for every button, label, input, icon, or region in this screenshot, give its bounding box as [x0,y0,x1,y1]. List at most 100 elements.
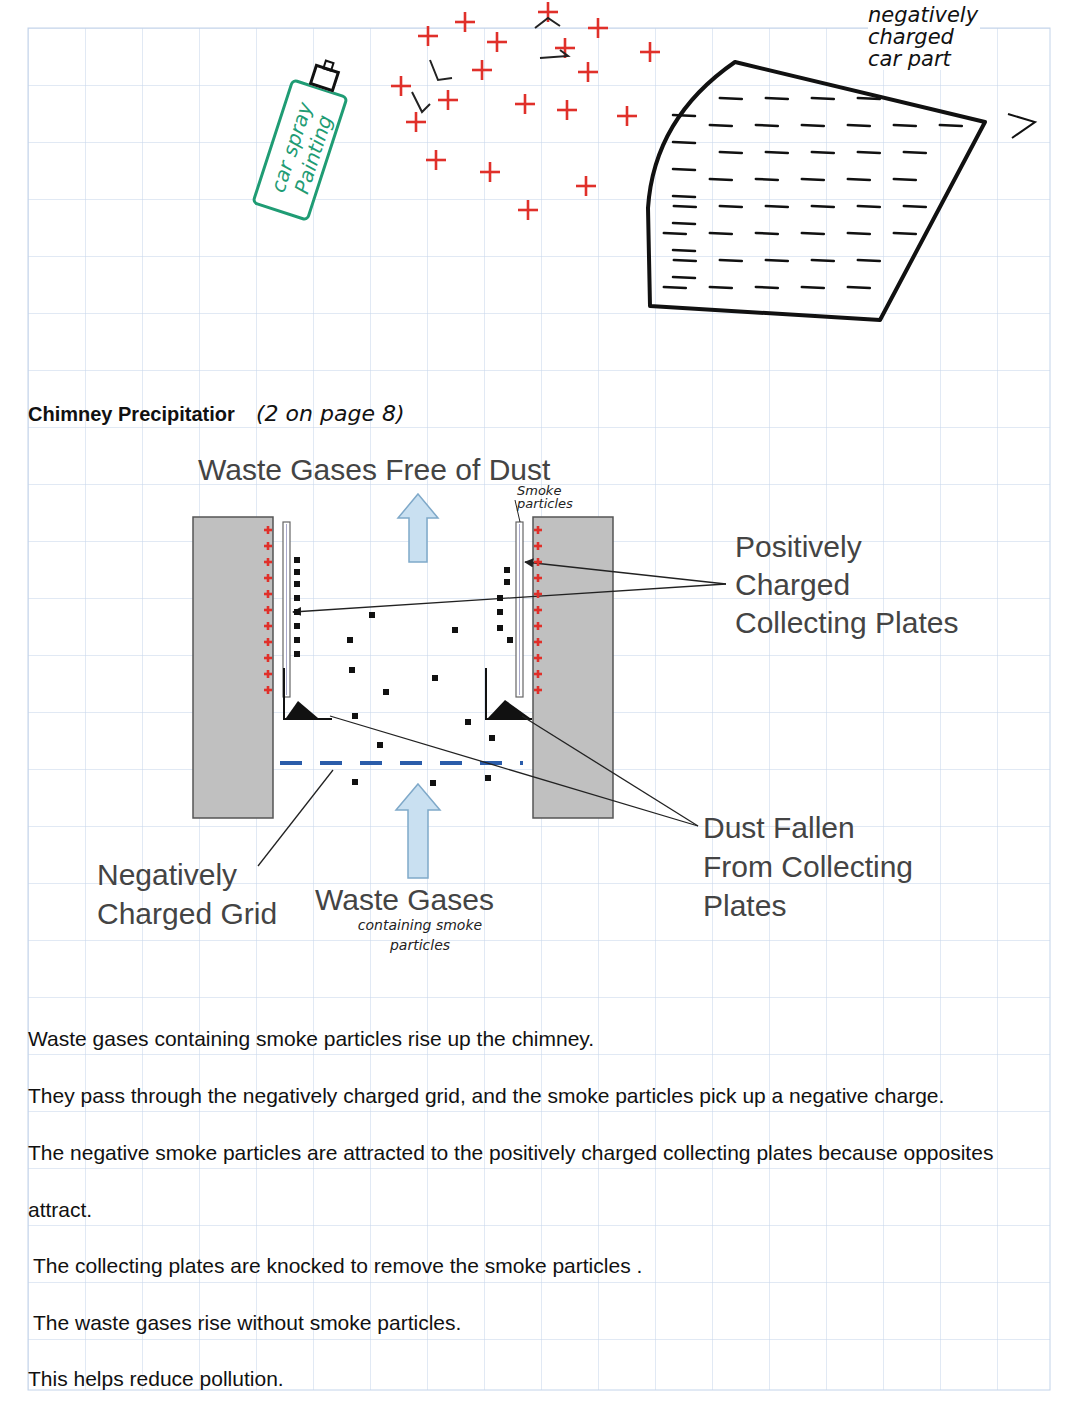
minus-charge [848,179,870,180]
smoke-particle [489,735,495,741]
smoke-particle [294,569,300,575]
minus-charge [812,260,834,261]
plus-charge [264,622,272,630]
leader-line [258,770,333,866]
smoke-particle [369,612,375,618]
smoke-particle [294,595,300,601]
plus-charge [264,606,272,614]
minus-charge [802,125,824,126]
leader-line [330,716,698,826]
dust-hopper [486,668,532,719]
plus-charge [264,526,272,534]
plus-charge [472,60,492,80]
gas-flow-arrow [396,784,440,878]
part-label: (2 on page 8) [256,401,405,427]
minus-charge [674,260,696,261]
plus-charge [515,94,535,114]
smoke-particle [497,625,503,631]
gas-flow-arrow [398,494,438,562]
minus-charge [673,115,695,116]
plus-charge [534,542,542,550]
chimney-wall [193,517,273,818]
part-label: Smoke particles [517,484,599,510]
minus-charge [710,233,732,234]
smoke-particle [465,719,471,725]
plus-charge [264,638,272,646]
leader-line [293,584,726,612]
smoke-particle [383,689,389,695]
note-text: The collecting plates are knocked to rem… [33,1237,1033,1294]
minus-charge [673,250,695,251]
node-label: negatively charged car part [868,4,980,70]
smoke-particle [294,581,300,587]
minus-charge [812,98,834,99]
minus-charge [766,260,788,261]
part-label: Chimney Precipitatior [28,402,235,426]
minus-charge [710,287,732,288]
plus-charge [264,654,272,662]
minus-charge [720,98,742,99]
chimney-wall [533,517,613,818]
leader-line [522,716,698,826]
plus-charge [588,18,608,38]
grid-paper [28,28,1050,1390]
car-part-outline [640,58,1005,328]
smoke-particle [294,557,300,563]
minus-charge [858,206,880,207]
minus-charge [812,206,834,207]
plus-charge [455,12,475,32]
plus-charge [391,76,411,96]
minus-charge [812,152,834,153]
part-label: Dust Fallen From Collecting Plates [703,808,931,925]
part-label: Negatively Charged Grid [97,855,311,933]
plus-charge [617,106,637,126]
minus-charge [802,179,824,180]
minus-charge [673,223,695,224]
fallen-dust [488,700,530,718]
plus-charge [264,542,272,550]
plus-charge [480,162,500,182]
plus-charge [406,112,426,132]
smoke-particle [294,609,300,615]
charges [264,2,660,786]
minus-charge [710,179,732,180]
leader-line [525,562,726,584]
part-label: Positively Charged Collecting Plates [735,528,985,642]
minus-charge [904,206,926,207]
smoke-particle [294,651,300,657]
note-text: The negative smoke particles are attract… [28,1124,1003,1238]
smoke-particle [497,609,503,615]
plus-charge [534,686,542,694]
part-label: containing smoke particles [330,915,510,955]
minus-charge [766,98,788,99]
collecting-plate [516,522,523,697]
minus-charge [802,233,824,234]
minus-charge [720,152,742,153]
plus-charge [534,654,542,662]
plus-charge [555,38,575,58]
fallen-dust [286,701,318,718]
motion-arrow [535,18,560,28]
plus-charge [534,526,542,534]
car-part-outline [648,62,985,320]
label-pointer [1008,114,1035,138]
minus-charge [720,260,742,261]
collecting-plate [286,524,287,695]
note-text: The waste gases rise without smoke parti… [33,1294,1033,1351]
smoke-particle [347,637,353,643]
smoke-particle [497,595,503,601]
minus-charge [664,287,686,288]
minus-charge [848,287,870,288]
note-text: They pass through the negatively charged… [28,1067,1058,1124]
minus-charge [664,233,686,234]
collecting-plate [519,524,520,695]
smoke-particle [349,667,355,673]
minus-charge [756,125,778,126]
motion-arrow [540,50,568,58]
smoke-particle [504,579,510,585]
minus-charge [858,98,880,99]
motion-arrow [412,92,430,112]
